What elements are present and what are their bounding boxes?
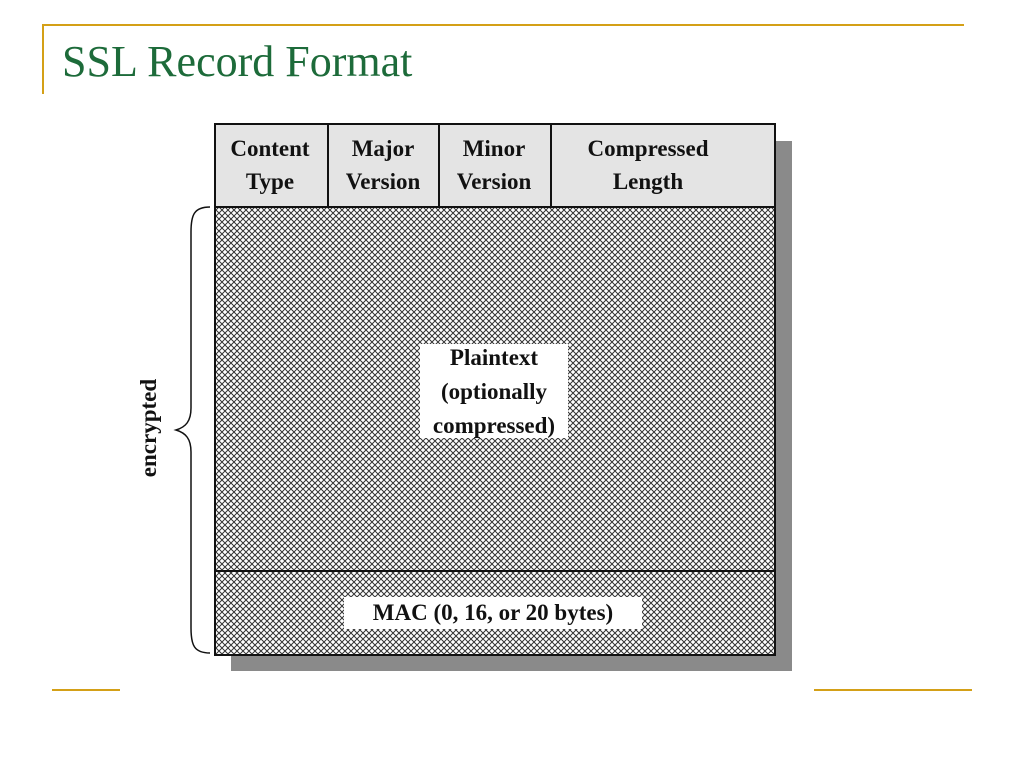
minor-version-label-line2: Version [457,169,532,194]
content-type-label-line1: Content [230,136,310,161]
top-accent-line [42,24,964,26]
minor-version-label-line1: Minor [463,136,526,161]
plaintext-label-line3: compressed) [433,413,555,438]
mac-label: MAC (0, 16, or 20 bytes) [373,600,613,625]
bottom-left-accent-line [52,689,120,691]
plaintext-label-bg [420,344,568,438]
left-accent-line [42,24,44,94]
compressed-length-label-line2: Length [613,169,684,194]
header-row [215,124,775,207]
major-version-label-line2: Version [346,169,421,194]
slide-title: SSL Record Format [62,37,413,86]
compressed-length-label-line1: Compressed [588,136,709,161]
plaintext-label-line2: (optionally [441,379,548,404]
content-type-label-line2: Type [246,169,294,194]
record-frame [214,123,776,656]
bottom-right-accent-line [814,689,972,691]
major-version-label-line1: Major [352,136,415,161]
encrypted-brace [173,206,211,654]
plaintext-label-line1: Plaintext [450,345,538,370]
mac-label-bg [344,597,642,629]
encrypted-label: encrypted [136,379,161,478]
